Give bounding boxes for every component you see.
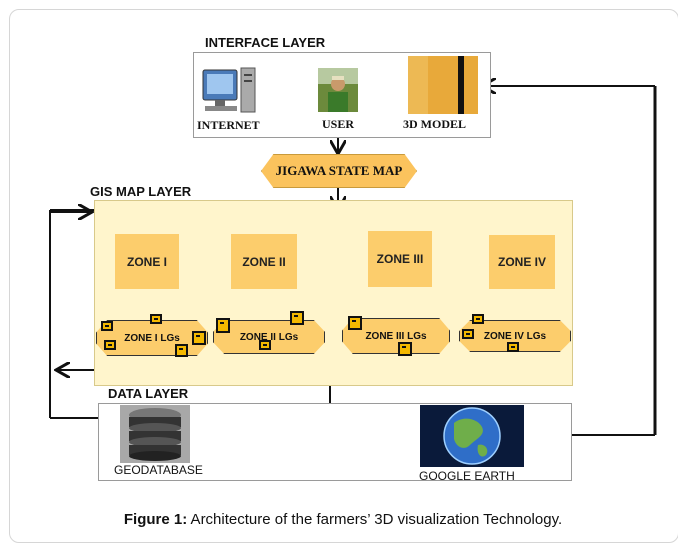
lg-marker-icon <box>472 314 484 324</box>
zone-i-box: ZONE I <box>115 234 179 289</box>
user-label: USER <box>322 117 355 131</box>
zone-iv-box: ZONE IV <box>489 235 555 289</box>
figure-caption: Figure 1: Architecture of the farmers’ 3… <box>9 511 677 528</box>
interface-layer-title: INTERFACE LAYER <box>205 35 326 50</box>
lg-marker-icon <box>507 342 519 352</box>
jigawa-state-map-label: JIGAWA STATE MAP <box>275 163 403 178</box>
zone-iii-box: ZONE III <box>368 231 432 287</box>
caption-prefix: Figure 1: <box>123 511 188 528</box>
model-label: 3D MODEL <box>403 117 466 131</box>
lg-marker-icon <box>175 344 188 357</box>
lg-marker-icon <box>216 318 230 333</box>
lg-marker-icon <box>398 342 412 356</box>
jigawa-state-map-box: JIGAWA STATE MAP <box>261 154 417 188</box>
globe-icon <box>420 405 524 467</box>
geodatabase-label: GEODATABASE <box>114 463 203 477</box>
data-layer-title: DATA LAYER <box>108 386 189 401</box>
gis-layer-title: GIS MAP LAYER <box>90 184 192 199</box>
gis-layer-box <box>94 200 573 386</box>
google-earth-label: GOOGLE EARTH <box>419 469 515 483</box>
database-icon <box>120 405 190 463</box>
zone-ii-lgs-label: ZONE II LGs <box>239 331 299 343</box>
lg-marker-icon <box>290 311 304 325</box>
zone-iv-label: ZONE IV <box>497 255 546 269</box>
zone-i-label: ZONE I <box>126 254 167 269</box>
zone-ii-label: ZONE II <box>242 254 286 269</box>
model-3d-icon <box>408 56 478 114</box>
zone-iii-lgs-label: ZONE III LGs <box>365 330 427 342</box>
lg-marker-icon <box>101 321 113 331</box>
zone-i-lgs-label: ZONE I LGs <box>124 332 180 344</box>
lg-marker-icon <box>348 316 362 330</box>
lg-marker-icon <box>462 329 474 339</box>
lg-marker-icon <box>104 340 116 350</box>
lg-marker-icon <box>192 331 206 345</box>
internet-label: INTERNET <box>197 118 260 132</box>
lg-marker-icon <box>259 340 271 350</box>
zone-iv-lgs-label: ZONE IV LGs <box>483 330 547 342</box>
caption-text: Architecture of the farmers’ 3D visualiz… <box>187 511 563 528</box>
zone-ii-box: ZONE II <box>231 234 297 289</box>
lg-marker-icon <box>150 314 162 324</box>
computer-icon <box>202 67 256 113</box>
zone-iii-label: ZONE III <box>376 252 424 266</box>
user-icon <box>318 68 358 112</box>
